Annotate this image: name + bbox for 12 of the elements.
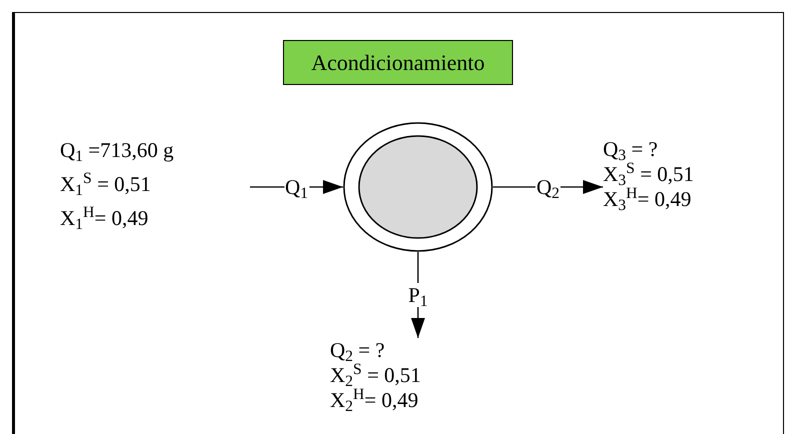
edge-label: P$_{1}$ [407,283,429,307]
stream-value: X$_{2}$$^{H}$= 0,49 [330,388,418,413]
stream-value: Q$_{1}$ =713,60 g [60,138,174,163]
stream-value: X$_{1}$$^{S}$ = 0,51 [60,172,151,197]
stream-value: X$_{1}$$^{H}$= 0,49 [60,206,148,231]
stream-value: X$_{3}$$^{H}$= 0,49 [603,187,692,212]
arrow [411,252,425,338]
stream-value: Q$_{2}$ = ? [330,338,385,363]
stream-value: X$_{2}$$^{S}$ = 0,51 [330,363,421,388]
stream-value: Q$_{3}$ = ? [603,137,658,162]
process-box: Acondicionamiento [283,40,513,85]
stream-value: X$_{3}$$^{S}$ = 0,51 [603,162,694,187]
